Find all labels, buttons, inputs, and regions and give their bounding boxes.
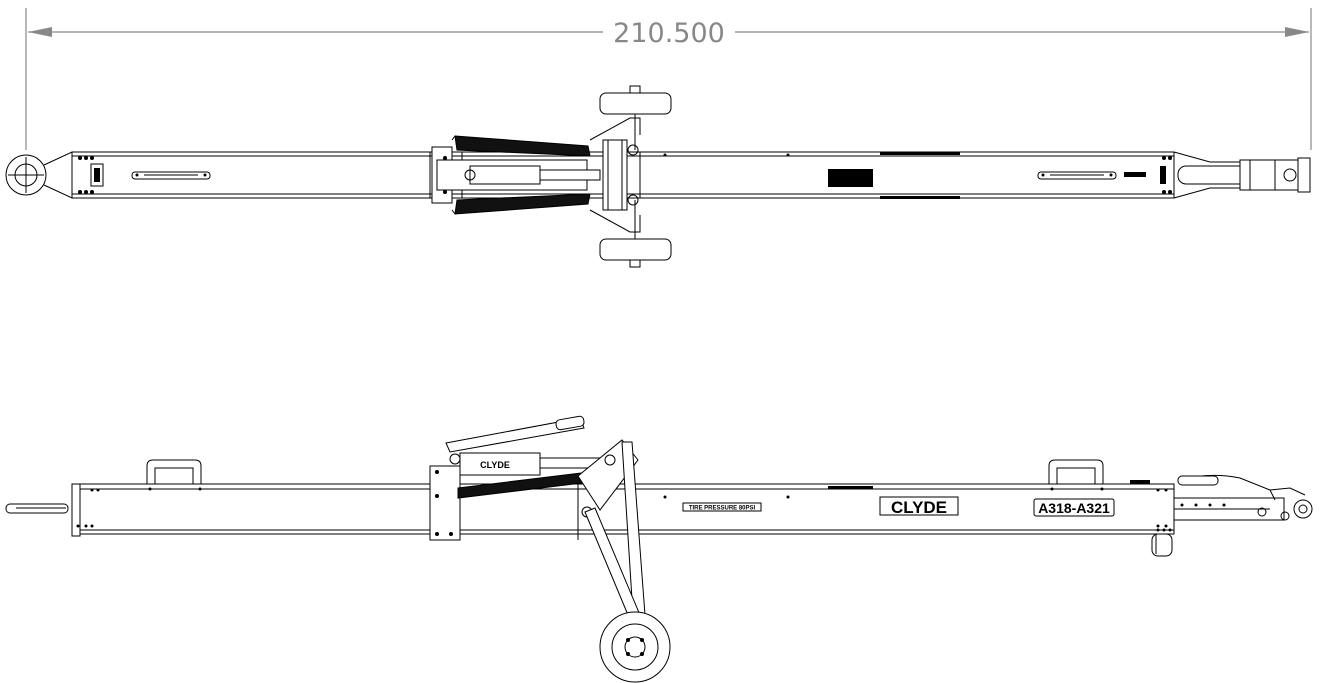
lift-handle-left	[146, 459, 202, 485]
wheel-leg-assembly	[577, 439, 671, 683]
pump-brand: CLYDE	[480, 460, 510, 470]
hydraulic-pump-side: CLYDE	[445, 415, 601, 499]
clyde-logo-label	[879, 496, 959, 516]
model-number: A318-A321	[1038, 500, 1110, 516]
coupler-head-top	[1160, 151, 1311, 199]
wheel-side	[599, 611, 671, 683]
hydraulic-assembly-top	[431, 135, 601, 215]
dimension-arrow-left	[28, 27, 52, 37]
wheel-top-lower	[599, 238, 672, 261]
wheel-top-upper	[599, 92, 672, 115]
coupler-head-side	[1130, 474, 1313, 557]
lift-handle-right	[1048, 459, 1104, 485]
tow-eye-side	[5, 503, 69, 514]
side-view: TIRE PRESSURE 80PSI CLYDE A318-A321 CLYD…	[5, 415, 1313, 683]
svg-text:TIRE PRESSURE 80PSI: TIRE PRESSURE 80PSI	[689, 506, 756, 512]
top-view	[5, 85, 1311, 268]
main-beam-side	[71, 483, 1175, 535]
jack-foot	[1151, 533, 1173, 557]
overall-length-dimension: 210.500	[25, 8, 1312, 150]
hydraulic-bracket-plate	[429, 465, 461, 541]
brand-name: CLYDE	[891, 498, 947, 517]
label-plate-top	[828, 169, 873, 187]
pump-handle	[445, 417, 585, 453]
tire-pressure-label	[682, 502, 762, 512]
lunette-eye	[5, 151, 73, 199]
wheel-axle-top	[589, 85, 672, 268]
dimension-arrow-right	[1285, 27, 1309, 37]
handle-slot-right	[1037, 171, 1117, 180]
dimension-value: 210.500	[613, 18, 725, 49]
bolt-holes-left	[78, 156, 1172, 194]
model-label	[1033, 498, 1115, 517]
handle-slot-left	[131, 171, 211, 180]
